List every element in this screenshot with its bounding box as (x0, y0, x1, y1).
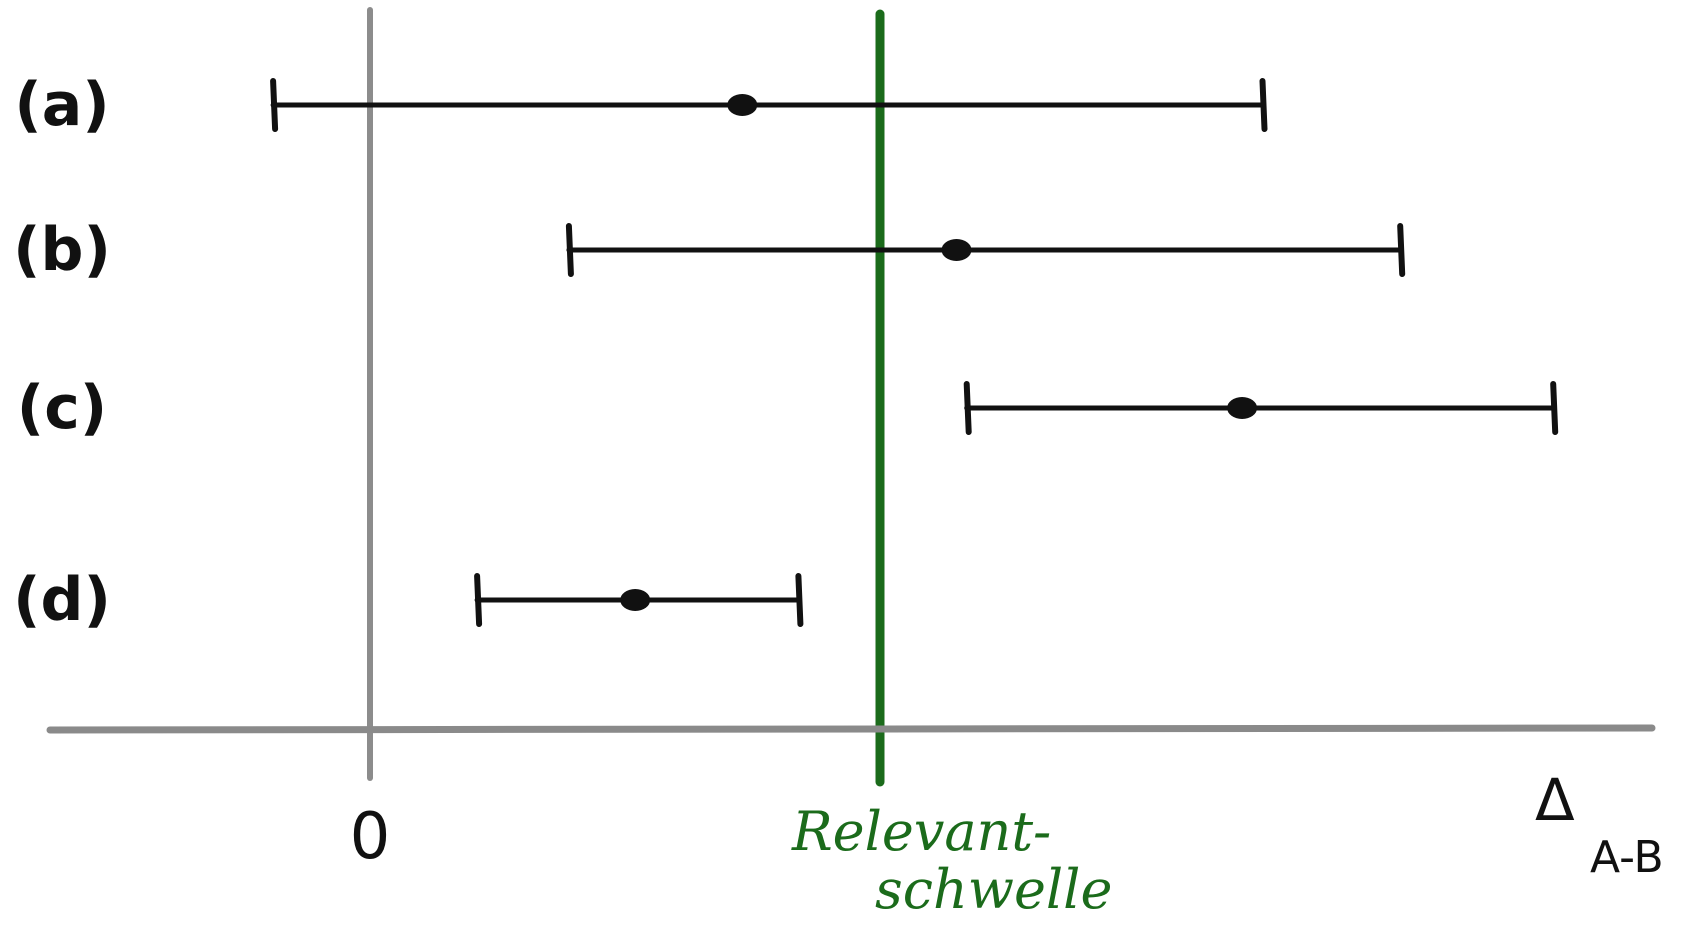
upper-bound-tick (1550, 381, 1559, 435)
point-estimate (727, 94, 758, 116)
zero-tick-label: 0 (350, 800, 391, 874)
point-estimate (941, 239, 972, 261)
lower-bound-tick (963, 381, 972, 435)
upper-bound-tick (1397, 223, 1406, 277)
row-label: (c) (17, 373, 107, 443)
row-label: (a) (14, 70, 109, 140)
x-axis-line (46, 724, 1656, 734)
interval-row: (d) (13, 565, 804, 635)
interval-rows: (a) (b) (c) (d) (13, 70, 1559, 635)
interval-row: (b) (13, 215, 1406, 285)
point-estimate (1227, 397, 1258, 419)
lower-bound-tick (565, 223, 574, 277)
point-estimate (620, 589, 651, 611)
x-axis-title: Δ (1535, 766, 1575, 834)
reference-lines (46, 7, 1656, 787)
x-axis-title-subscript: A-B (1590, 832, 1664, 883)
upper-bound-tick (1259, 78, 1268, 132)
lower-bound-tick (270, 78, 279, 132)
row-label: (d) (13, 565, 111, 635)
row-label: (b) (13, 215, 111, 285)
threshold-label-line-2: schwelle (875, 858, 1112, 921)
threshold-label-line-1: Relevant- (791, 800, 1051, 863)
interval-row: (c) (17, 373, 1559, 443)
interval-row: (a) (14, 70, 1268, 140)
axis-text: 0 Relevant- schwelle Δ A-B (350, 766, 1664, 921)
lower-bound-tick (474, 573, 483, 627)
upper-bound-tick (795, 573, 804, 627)
